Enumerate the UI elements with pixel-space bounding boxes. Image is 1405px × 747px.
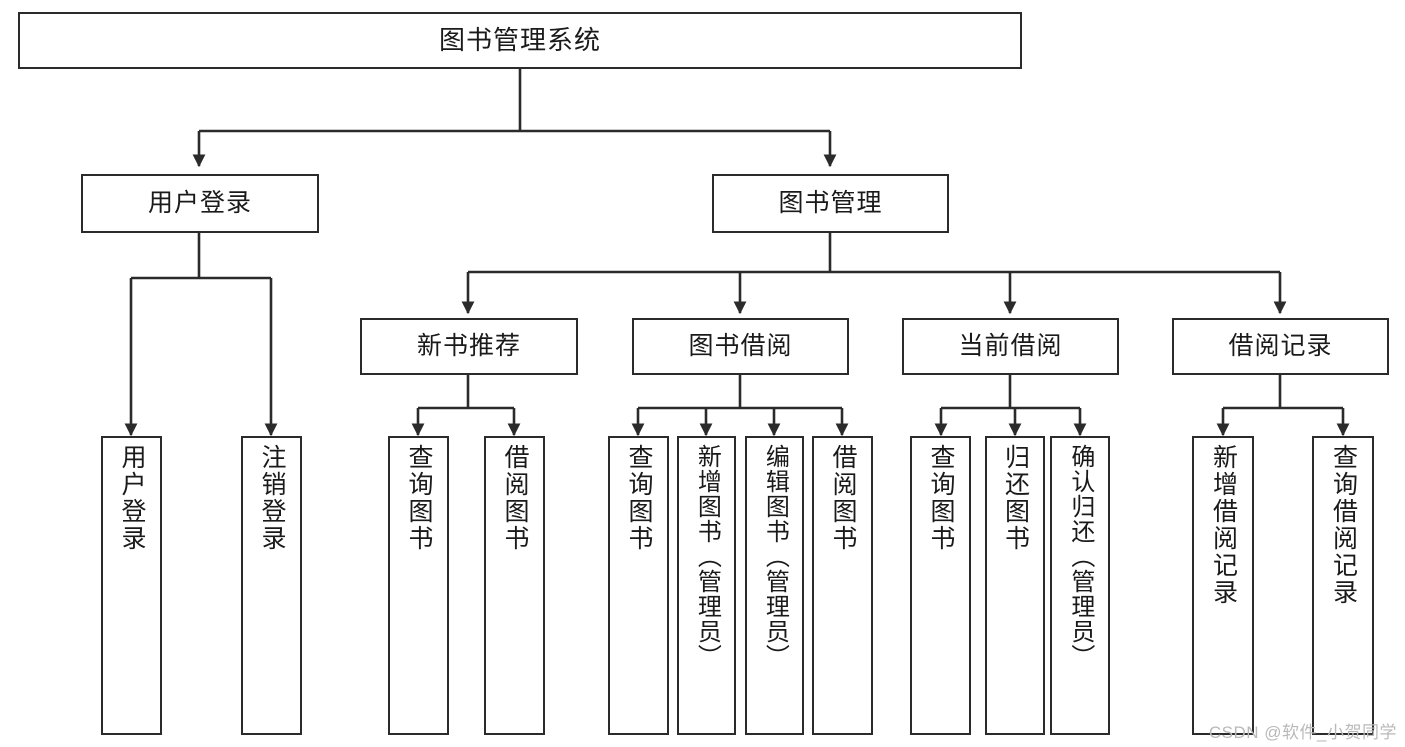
leaf-user-login-login[interactable]: 用户登录 <box>101 436 162 735</box>
node-user-login[interactable]: 用户登录 <box>81 174 319 233</box>
leaf-label: 确认归还（管理员） <box>1066 444 1094 669</box>
node-borrow-record[interactable]: 借阅记录 <box>1172 318 1389 375</box>
node-current-borrow[interactable]: 当前借阅 <box>902 318 1119 375</box>
leaf-label: 新增图书（管理员） <box>693 444 721 669</box>
leaf-label: 编辑图书（管理员） <box>761 444 789 669</box>
node-new-book-recommend[interactable]: 新书推荐 <box>360 318 578 375</box>
leaf-current-query-book[interactable]: 查询图书 <box>910 436 971 735</box>
leaf-label: 用户登录 <box>118 444 146 552</box>
leaf-label: 查询借阅记录 <box>1329 444 1358 606</box>
leaf-record-add[interactable]: 新增借阅记录 <box>1192 436 1254 735</box>
leaf-label: 注销登录 <box>258 444 286 552</box>
leaf-label: 借阅图书 <box>501 444 529 552</box>
leaf-label: 查询图书 <box>405 444 433 552</box>
leaf-current-confirm-return[interactable]: 确认归还（管理员） <box>1050 436 1110 735</box>
leaf-current-return-book[interactable]: 归还图书 <box>985 436 1045 735</box>
node-book-management[interactable]: 图书管理 <box>712 174 949 233</box>
leaf-borrow-add-book[interactable]: 新增图书（管理员） <box>677 436 736 735</box>
leaf-label: 归还图书 <box>1001 444 1030 552</box>
node-book-borrow[interactable]: 图书借阅 <box>632 318 849 375</box>
leaf-borrow-borrow-book[interactable]: 借阅图书 <box>812 436 873 735</box>
leaf-new-book-borrow[interactable]: 借阅图书 <box>484 436 545 735</box>
leaf-new-book-query[interactable]: 查询图书 <box>388 436 449 735</box>
watermark: CSDN @软件_小贺同学 <box>1208 723 1397 742</box>
node-root-system[interactable]: 图书管理系统 <box>18 12 1022 69</box>
leaf-borrow-query-book[interactable]: 查询图书 <box>608 436 669 735</box>
leaf-label: 新增借阅记录 <box>1209 444 1238 606</box>
leaf-label: 借阅图书 <box>829 444 857 552</box>
leaf-label: 查询图书 <box>625 444 653 552</box>
leaf-user-login-logout[interactable]: 注销登录 <box>241 436 302 735</box>
leaf-label: 查询图书 <box>927 444 955 552</box>
leaf-record-query[interactable]: 查询借阅记录 <box>1312 436 1374 735</box>
leaf-borrow-edit-book[interactable]: 编辑图书（管理员） <box>745 436 804 735</box>
